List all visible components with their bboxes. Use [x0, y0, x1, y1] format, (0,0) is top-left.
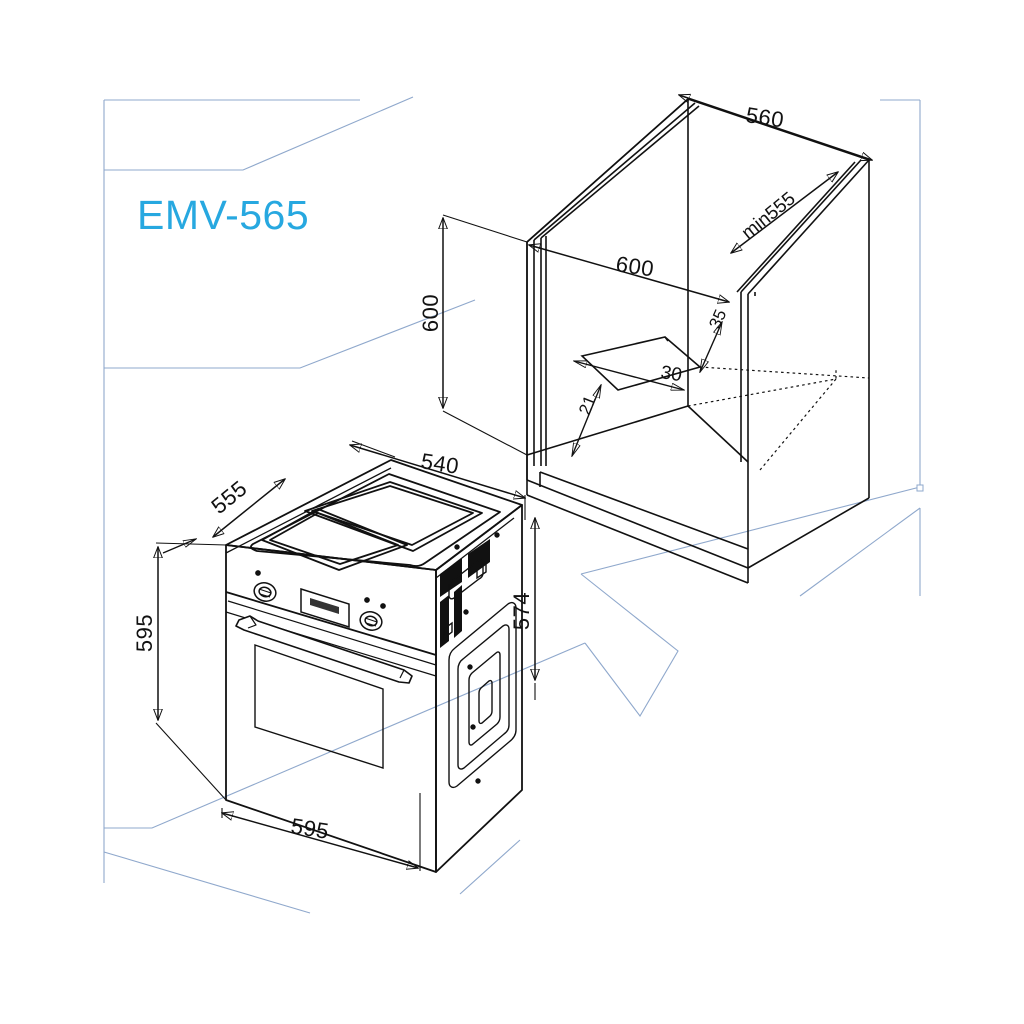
- guide-handle-marker: [916, 484, 924, 492]
- dimension-555-label: 555: [206, 475, 251, 518]
- dimension-560-label: 560: [744, 102, 785, 132]
- dimension-600-width-label: 600: [614, 251, 655, 281]
- page-title: EMV-565: [137, 192, 310, 238]
- dimension-595-height-label: 595: [132, 614, 157, 652]
- dimension-35: [700, 322, 722, 372]
- oven-control-panel: [253, 570, 386, 631]
- dimension-600-height: [443, 214, 528, 456]
- oven-side-panel-details: [440, 532, 517, 789]
- dimension-595-width-label: 595: [289, 813, 331, 844]
- oven-door-window: [254, 644, 384, 769]
- dimension-574-label: 574: [509, 592, 534, 630]
- dimension-560: [679, 95, 872, 160]
- dimension-595-height: [156, 539, 227, 801]
- dimension-600-height-label: 600: [418, 294, 443, 332]
- dimension-min555-label: min555: [738, 188, 800, 244]
- dimension-595-width: [222, 793, 421, 871]
- cabinet-hidden-lines: [687, 366, 870, 471]
- dimension-540-label: 540: [419, 448, 461, 479]
- guide-frame: [103, 96, 921, 914]
- dimension-35-label: 35: [705, 307, 730, 332]
- oven-door-handle: [235, 615, 413, 684]
- dimension-30: [574, 360, 684, 391]
- cabinet-niche: [526, 98, 870, 584]
- dimension-555: [213, 479, 285, 537]
- dimension-540: [350, 440, 525, 520]
- dimension-21: [572, 385, 601, 456]
- dimension-30-label: 30: [659, 362, 683, 386]
- dimension-600-width: [529, 245, 729, 302]
- dimension-min555: [731, 172, 838, 253]
